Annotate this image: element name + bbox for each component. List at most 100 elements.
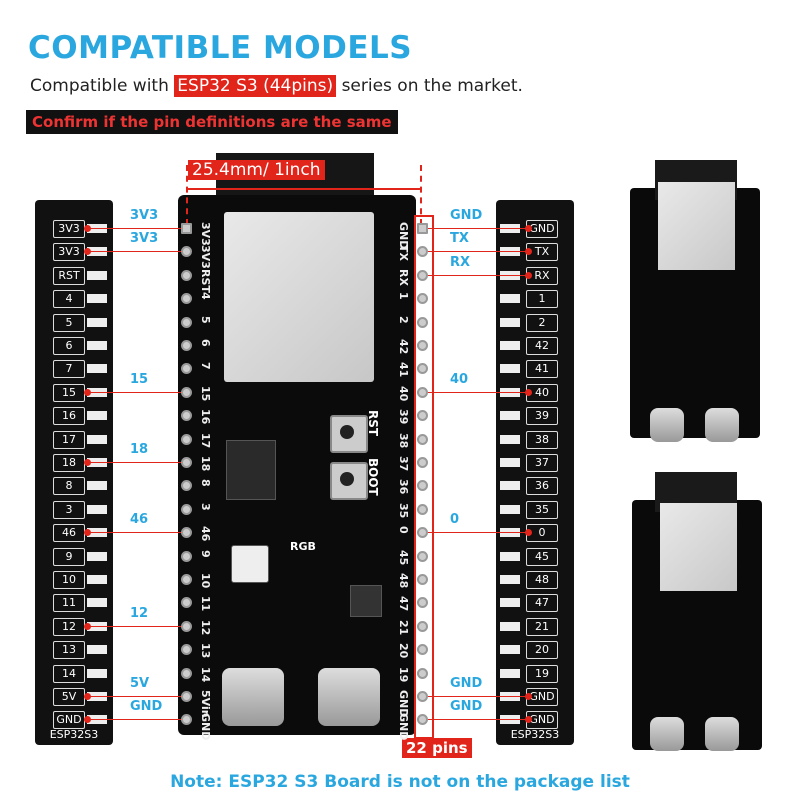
right-strip-pin-label: 1 bbox=[526, 290, 558, 309]
board-left-pin-label: 11 bbox=[199, 596, 212, 612]
board-left-pin-hole bbox=[181, 433, 192, 445]
left-leader-line bbox=[88, 719, 184, 721]
rgb-label: RGB bbox=[290, 540, 316, 553]
right-pin-annotation: 0 bbox=[450, 512, 460, 528]
right-strip-pin-label: 21 bbox=[526, 617, 558, 636]
board-left-pin-label: 6 bbox=[199, 339, 212, 347]
subtitle: Compatible with ESP32 S3 (44pins) series… bbox=[30, 75, 523, 97]
board-right-pin-label: 19 bbox=[397, 666, 410, 682]
left-strip-pad bbox=[87, 341, 107, 350]
left-strip-pin-label: 5V bbox=[53, 688, 85, 706]
right-strip-pin-label: 2 bbox=[526, 313, 558, 332]
pins-count-badge: 22 pins bbox=[402, 738, 472, 758]
board-left-pin-hole bbox=[181, 246, 192, 258]
boot-button bbox=[330, 462, 368, 500]
right-strip-pad bbox=[500, 458, 520, 467]
board-left-pin-hole bbox=[181, 597, 192, 609]
left-leader-line bbox=[88, 251, 184, 253]
right-pin-annotation: GND bbox=[450, 699, 483, 715]
small-board-bottom-usb-left bbox=[650, 717, 684, 751]
left-leader-line bbox=[88, 696, 184, 697]
board-right-pin-hole bbox=[417, 269, 428, 281]
right-strip-pad bbox=[500, 598, 520, 608]
board-left-pin-hole bbox=[181, 667, 192, 679]
left-leader-dot bbox=[84, 622, 91, 630]
left-leader-line bbox=[88, 391, 184, 393]
left-leader-dot bbox=[84, 716, 91, 724]
usb-c-port-right bbox=[318, 668, 380, 726]
left-strip-pin-label: 46 bbox=[53, 524, 85, 543]
left-strip-pin-label: 5 bbox=[53, 313, 85, 332]
board-right-pin-label: 41 bbox=[397, 362, 410, 378]
left-pin-annotation: GND bbox=[130, 699, 163, 715]
small-board-top-shield bbox=[658, 182, 735, 270]
right-strip-pad bbox=[500, 645, 520, 655]
right-strip-pin-label: 20 bbox=[526, 641, 558, 660]
left-strip-pin-label: 4 bbox=[53, 290, 85, 309]
right-strip-pin-label: 37 bbox=[526, 454, 558, 472]
board-left-pin-hole bbox=[181, 714, 192, 726]
left-pin-annotation: 46 bbox=[130, 512, 149, 528]
board-left-pin-label: 16 bbox=[199, 409, 212, 425]
right-strip-pin-label: 45 bbox=[526, 547, 558, 566]
left-leader-dot bbox=[84, 693, 91, 700]
left-strip-pad bbox=[87, 481, 107, 491]
board-right-pin-label: 47 bbox=[397, 596, 410, 612]
right-strip-pad bbox=[500, 575, 520, 584]
board-left-pin-label: 14 bbox=[199, 666, 212, 682]
board-left-pin-hole bbox=[181, 410, 192, 422]
board-left-pin-hole bbox=[181, 527, 192, 539]
board-left-pin-label: 7 bbox=[199, 362, 212, 371]
board-right-pin-hole bbox=[417, 386, 428, 398]
board-right-pin-hole bbox=[417, 223, 428, 234]
board-right-pin-label: 36 bbox=[397, 479, 410, 495]
left-strip-pin-label: 9 bbox=[53, 547, 85, 566]
right-strip-pad bbox=[500, 668, 520, 678]
right-leader-line bbox=[424, 532, 528, 534]
left-strip-pin-label: 7 bbox=[53, 360, 85, 379]
left-strip-pin-label: 3V3 bbox=[53, 243, 85, 262]
board-left-pin-hole bbox=[181, 386, 192, 398]
right-strip-pin-label: 35 bbox=[526, 500, 558, 519]
board-right-pin-label: 39 bbox=[397, 409, 410, 425]
rst-button bbox=[330, 415, 368, 453]
right-pin-annotation: 40 bbox=[450, 371, 469, 387]
board-right-pin-label: 38 bbox=[397, 432, 410, 448]
right-strip-pad bbox=[500, 364, 520, 374]
board-left-pin-hole bbox=[181, 223, 192, 234]
board-right-pin-hole bbox=[417, 316, 428, 328]
board-left-pin-hole bbox=[181, 363, 192, 375]
board-left-pin-hole bbox=[181, 550, 192, 562]
left-strip-pad bbox=[87, 270, 107, 280]
board-left-pin-label: 17 bbox=[199, 432, 212, 448]
right-strip-pad bbox=[500, 294, 520, 304]
left-strip-pad bbox=[87, 317, 107, 327]
left-leader-dot bbox=[84, 388, 91, 396]
board-left-pin-label: 15 bbox=[199, 385, 212, 402]
right-strip-pad bbox=[500, 621, 520, 631]
board-left-pin-hole bbox=[181, 620, 192, 632]
board-right-pin-hole bbox=[417, 246, 428, 258]
board-right-pin-label: 21 bbox=[397, 619, 410, 636]
left-leader-dot bbox=[84, 459, 91, 466]
left-strip-pad bbox=[87, 434, 107, 444]
left-strip-pin-label: 3 bbox=[53, 500, 85, 519]
board-right-pin-label: 1 bbox=[397, 292, 410, 300]
right-strip-footer: ESP32S3 bbox=[510, 728, 560, 741]
usb-c-port-left bbox=[222, 668, 284, 726]
board-right-pin-label: 45 bbox=[397, 549, 410, 565]
board-left-pin-label: 3V3 bbox=[199, 222, 212, 246]
right-pin-annotation: GND bbox=[450, 676, 483, 691]
left-strip-pin-label: 11 bbox=[53, 594, 85, 613]
left-strip-pad bbox=[87, 598, 107, 608]
left-strip-pin-label: 18 bbox=[53, 454, 85, 472]
right-pin-annotation: GND bbox=[450, 208, 483, 223]
subtitle-suffix: series on the market. bbox=[341, 76, 523, 96]
board-right-pin-label: 40 bbox=[397, 385, 410, 402]
left-strip-pad bbox=[87, 364, 107, 374]
left-strip-pin-label: 14 bbox=[53, 664, 85, 683]
right-strip-pin-label: 36 bbox=[526, 477, 558, 496]
board-left-pin-hole bbox=[181, 340, 192, 351]
board-left-pin-label: 9 bbox=[199, 549, 212, 558]
